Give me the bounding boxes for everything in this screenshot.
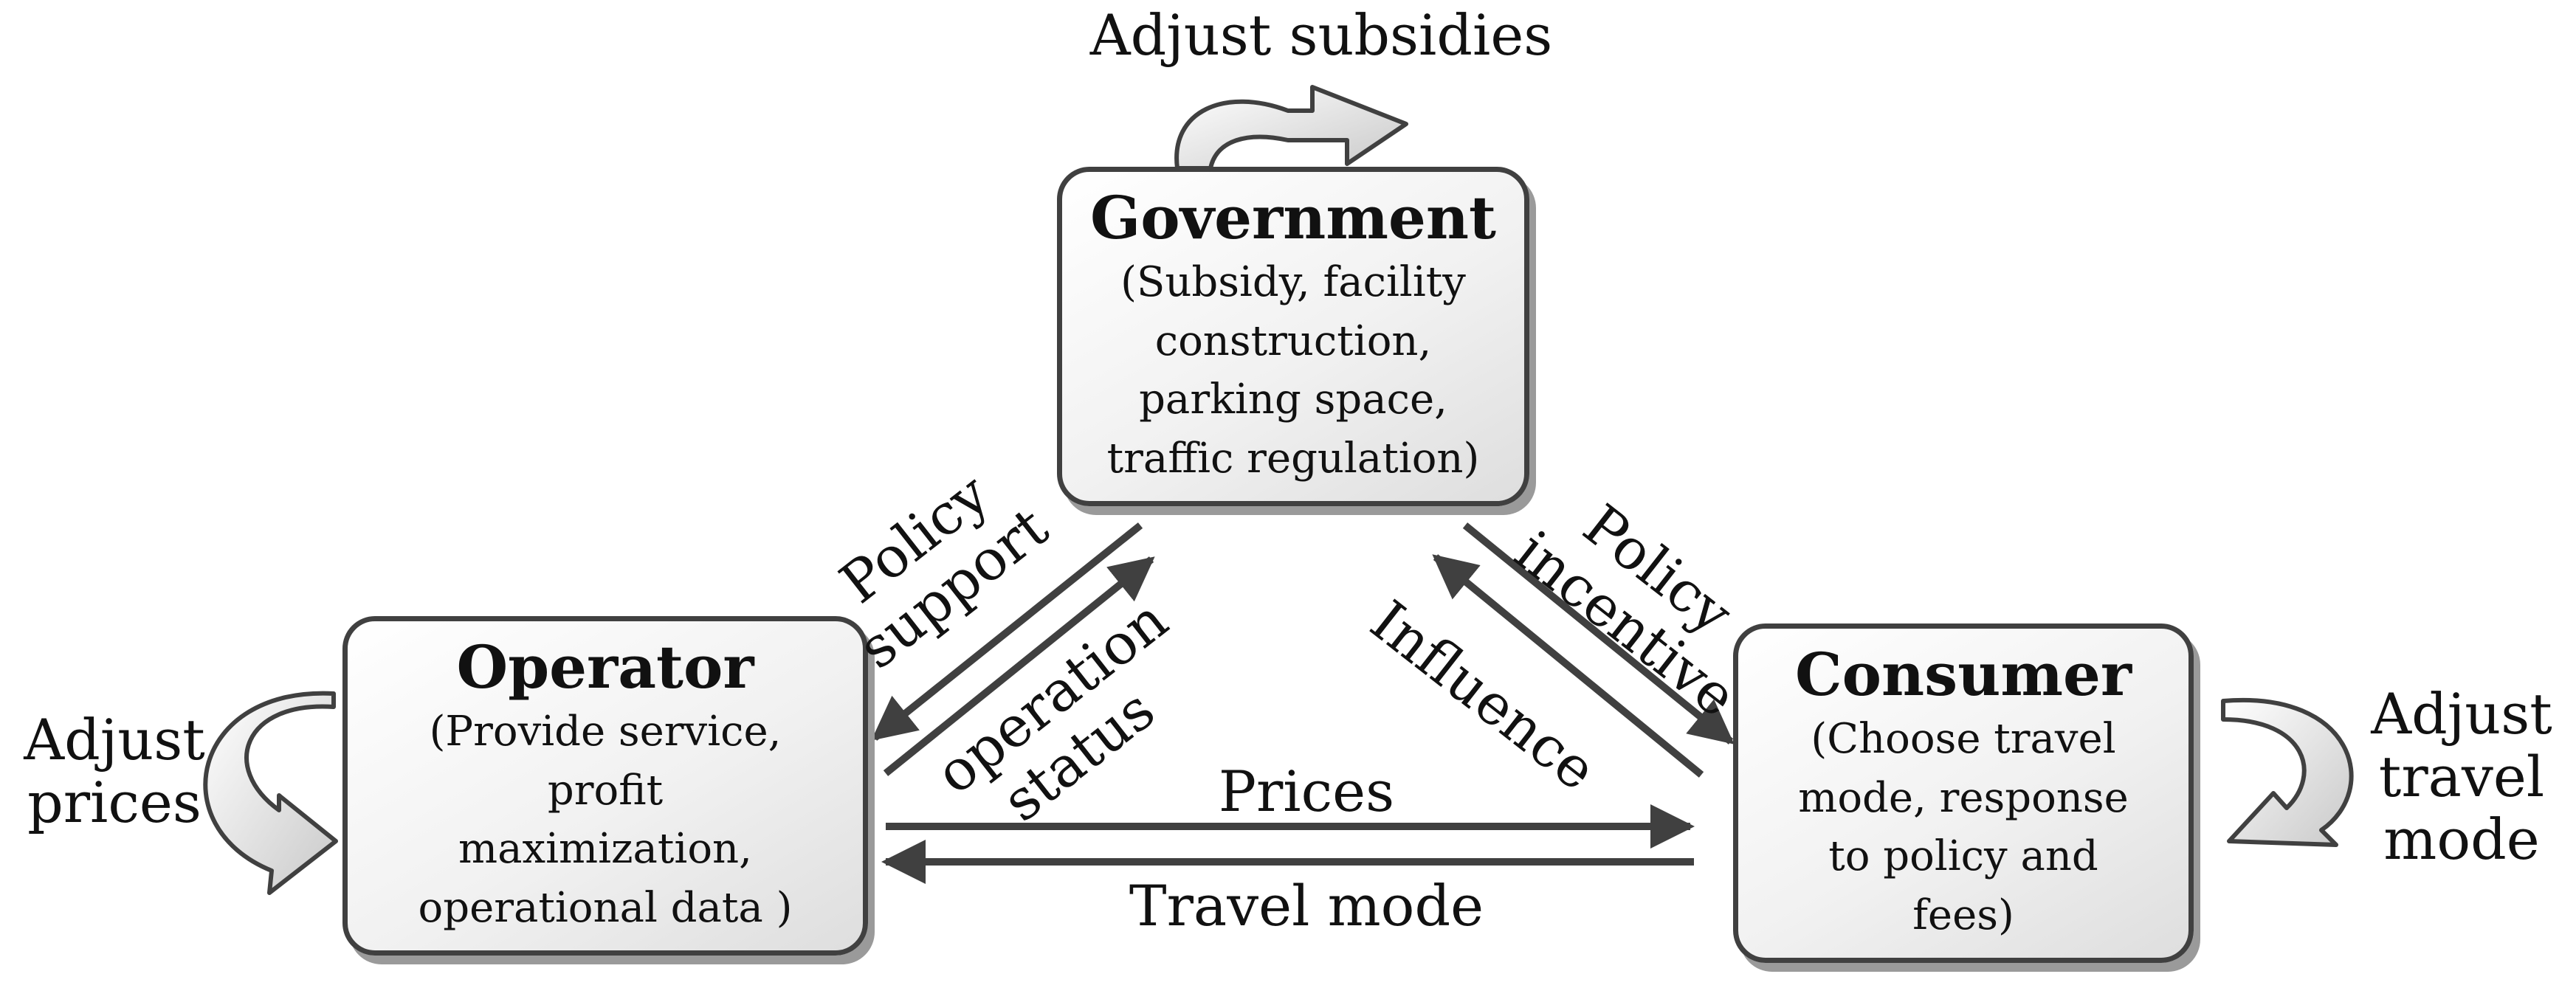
label-adjust-travel-mode: Adjust travel mode <box>2355 683 2569 871</box>
node-government: Government (Subsidy, facility constructi… <box>1057 167 1529 506</box>
loop-arrow-adjust-prices <box>203 691 338 895</box>
node-government-line-1: (Subsidy, facility <box>1120 258 1466 306</box>
node-government-line-3: parking space, <box>1139 376 1447 424</box>
node-operator-line-2: profit <box>547 766 664 815</box>
node-consumer-line-1: (Choose travel <box>1811 715 2116 763</box>
loop-arrow-adjust-subsidies <box>1174 85 1408 170</box>
node-operator-title: Operator <box>456 632 754 702</box>
node-consumer: Consumer (Choose travel mode, response t… <box>1733 623 2194 963</box>
label-adjust-prices-line-2: prices <box>27 770 202 836</box>
node-operator-line-1: (Provide service, <box>429 708 782 756</box>
arrow-operation-status <box>883 556 1155 776</box>
node-government-description: (Subsidy, facility construction, parking… <box>1062 253 1524 488</box>
node-consumer-line-3: to policy and <box>1828 832 2098 881</box>
loop-arrow-adjust-travel-mode <box>2221 697 2354 847</box>
label-adjust-travel-mode-line-2: travel <box>2378 744 2545 810</box>
label-prices: Prices <box>1218 759 1395 824</box>
label-adjust-travel-mode-line-1: Adjust <box>2371 681 2552 747</box>
node-government-title: Government <box>1089 183 1497 252</box>
label-adjust-prices-line-1: Adjust <box>24 707 205 773</box>
arrow-policy-support <box>871 522 1143 741</box>
label-travel-mode: Travel mode <box>1129 873 1484 939</box>
label-adjust-prices: Adjust prices <box>7 708 221 834</box>
label-adjust-subsidies: Adjust subsidies <box>1089 2 1553 68</box>
node-consumer-title: Consumer <box>1794 640 2132 709</box>
node-operator-line-3: maximization, <box>458 825 752 874</box>
node-operator-description: (Provide service, profit maximization, o… <box>348 702 863 937</box>
node-operator-line-4: operational data ) <box>418 883 793 932</box>
arrow-influence <box>1432 554 1704 778</box>
node-operator: Operator (Provide service, profit maximi… <box>342 616 868 956</box>
node-government-line-4: traffic regulation) <box>1106 434 1480 483</box>
node-government-line-2: construction, <box>1154 317 1432 365</box>
node-consumer-description: (Choose travel mode, response to policy … <box>1738 710 2188 944</box>
label-adjust-travel-mode-line-3: mode <box>2383 806 2540 873</box>
arrow-policy-incentive <box>1462 522 1735 745</box>
node-consumer-line-4: fees) <box>1912 891 2014 939</box>
node-consumer-line-2: mode, response <box>1798 773 2129 822</box>
